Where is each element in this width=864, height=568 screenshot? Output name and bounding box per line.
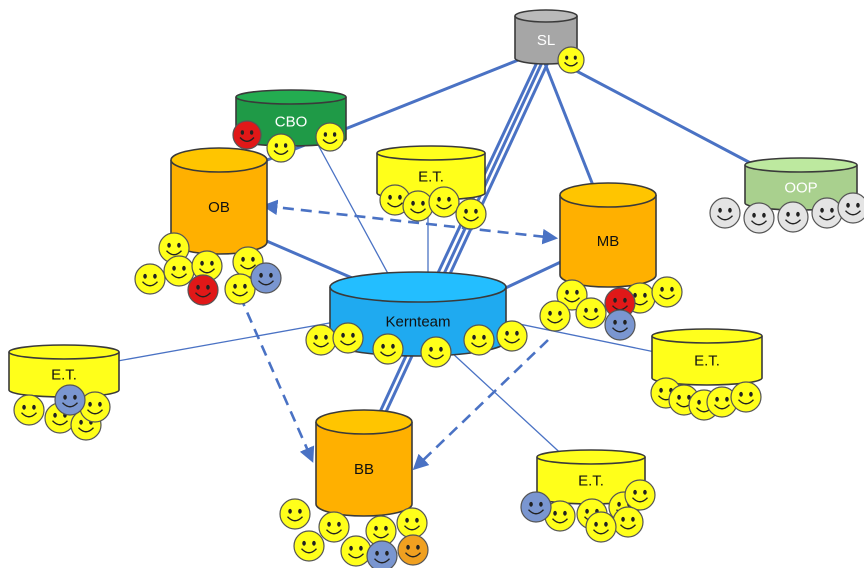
mb-blue-smiley-icon [604,309,636,341]
et-top-smiley-icon [402,190,434,222]
et-bottom-smiley-icon [624,479,656,511]
cbo-red-smiley-icon [232,120,262,150]
et-bottom-smiley-icon [585,511,617,543]
bb-cylinder: BB [315,409,413,517]
edge-ob-mb [261,199,559,245]
cbo-smiley-icon [266,133,296,163]
edge-sl-oop [547,54,761,170]
ob-smiley-icon [224,273,256,305]
edge-sl-bb-second-line [371,55,553,441]
et-left-cylinder: E.T. [8,344,120,398]
et-top-smiley-icon [428,186,460,218]
et-bottom-smiley-icon [612,506,644,538]
mb-cylinder: MB [559,182,657,288]
edge-mb-bb [412,339,549,471]
kern-cylinder: Kernteam [329,271,507,357]
bb-smiley-icon [365,515,397,547]
mb-smiley-icon [575,297,607,329]
kern-smiley-icon [305,324,337,356]
cbo-smiley-icon [315,122,345,152]
mb-smiley-icon [539,300,571,332]
edge-sl-bb [365,55,547,441]
bb-smiley-icon [396,507,428,539]
oop-smiley-icon [743,202,775,234]
bb-label: BB [354,461,374,478]
oop-smiley-icon [811,197,843,229]
bb-smiley-icon [318,511,350,543]
kern-smiley-icon [496,320,528,352]
kern-smiley-icon [332,322,364,354]
cbo-label: CBO [275,114,308,131]
et-left-label: E.T. [51,367,77,384]
edge-ob-bb [238,295,315,463]
et-bottom-blue-smiley-icon [520,491,552,523]
et-right-cylinder: E.T. [651,328,763,386]
oop-smiley-icon [709,197,741,229]
kern-smiley-icon [420,336,452,368]
edge-kern-et_right [499,319,656,353]
et-bottom-label: E.T. [578,473,604,490]
et-left-blue-smiley-icon [54,384,86,416]
kern-smiley-icon [372,333,404,365]
sl-smiley-icon [557,46,585,74]
bb-smiley-icon [293,530,325,562]
smiley-layer [13,46,864,568]
ob-smiley-icon [163,255,195,287]
mb-label: MB [597,233,620,250]
mb-smiley-icon [651,276,683,308]
edge-sl-mb [540,55,600,199]
et-left-smiley-icon [79,391,111,423]
bb-blue-smiley-icon [366,540,398,568]
et-top-label: E.T. [418,169,444,186]
bb-smiley-icon [279,498,311,530]
bb-orange-smiley-icon [397,534,429,566]
ob-red-smiley-icon [187,274,219,306]
edge-kern-et_left [111,321,336,363]
et-left-smiley-icon [13,394,45,426]
ob-smiley-icon [134,263,166,295]
edge-kern-et_bottom [437,339,569,461]
et-right-label: E.T. [694,353,720,370]
et-bottom-smiley-icon [544,500,576,532]
ob-smiley-icon [191,250,223,282]
oop-label: OOP [784,180,817,197]
connection-layer [111,51,761,471]
ob-label: OB [208,199,230,216]
et-right-smiley-icon [730,381,762,413]
oop-smiley-icon [777,201,809,233]
bb-smiley-icon [340,535,372,567]
kern-smiley-icon [463,324,495,356]
ob-cylinder: OB [170,147,268,255]
kern-label: Kernteam [385,314,450,331]
oop-smiley-icon [837,192,864,224]
ob-smiley-icon [158,232,190,264]
sl-label: SL [537,32,555,49]
ob-blue-smiley-icon [250,262,282,294]
et-top-smiley-icon [455,198,487,230]
